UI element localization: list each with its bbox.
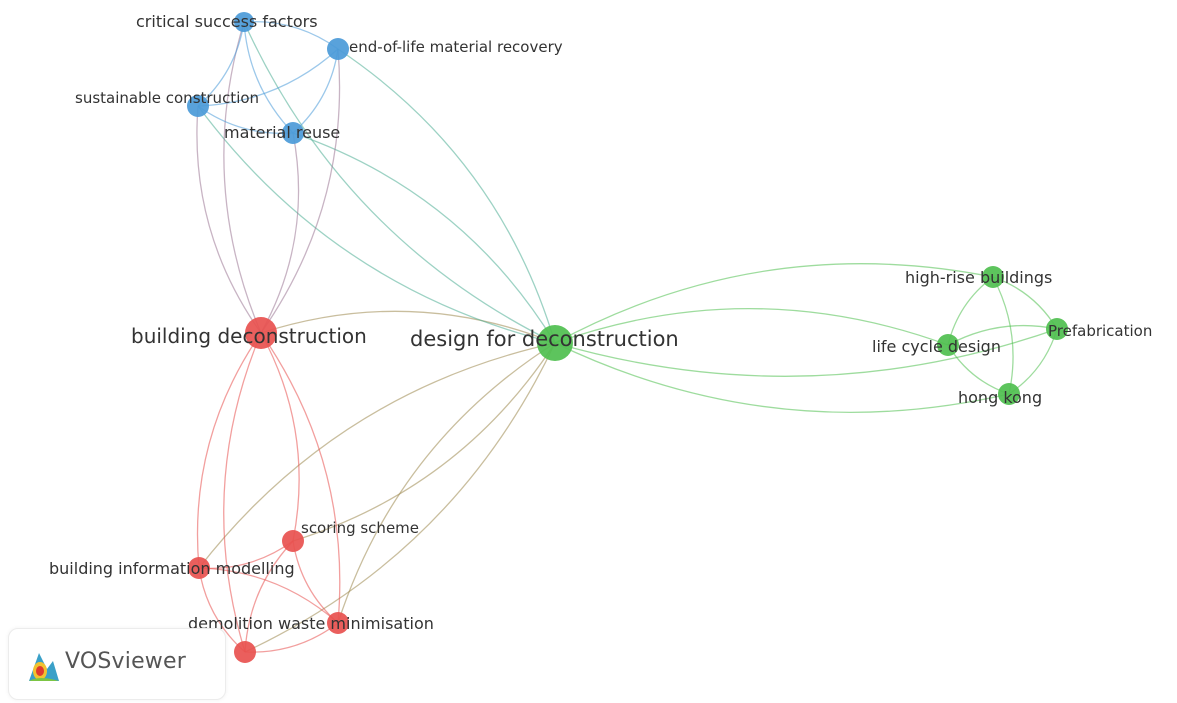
label-ss: scoring scheme: [301, 519, 419, 537]
link-dfd-ss: [292, 342, 556, 542]
label-lcd: life cycle design: [872, 337, 1001, 356]
node-hk[interactable]: [998, 383, 1020, 405]
link-dfd-hk: [554, 342, 1010, 413]
node-ss[interactable]: [282, 530, 304, 552]
link-csf-mr: [243, 21, 294, 134]
label-dwm: demolition waste minimisation: [188, 614, 434, 633]
link-sc-eol: [197, 48, 339, 107]
link-bd-csf: [223, 21, 262, 334]
vosviewer-badge: VOSviewer: [8, 628, 226, 700]
label-dfd: design for deconstruction: [410, 327, 679, 351]
network-labels: design for deconstruction building decons…: [49, 12, 1152, 633]
link-bd-dwm: [260, 332, 341, 624]
label-hrb: high-rise buildings: [905, 268, 1052, 287]
link-dfd-r4: [244, 342, 556, 653]
link-dfd-sc: [197, 105, 556, 344]
link-eol-mr: [292, 48, 339, 134]
node-hrb[interactable]: [982, 266, 1004, 288]
label-mr: material reuse: [224, 123, 340, 142]
node-mr[interactable]: [282, 122, 304, 144]
link-bim-dwm: [198, 567, 339, 624]
link-dfd-bd: [260, 310, 556, 344]
link-dfd-eol: [337, 48, 556, 344]
label-pre: Prefabrication: [1048, 322, 1152, 340]
node-bd[interactable]: [245, 317, 277, 349]
link-bd-r4: [223, 332, 262, 653]
link-bd-mr: [260, 132, 300, 334]
node-dfd[interactable]: [537, 325, 573, 361]
link-bd-sc: [196, 105, 262, 334]
node-lcd[interactable]: [937, 334, 959, 356]
label-hk: hong kong: [958, 388, 1042, 407]
node-pre[interactable]: [1046, 318, 1068, 340]
link-dfd-mr: [292, 132, 556, 344]
link-dfd-bim: [198, 342, 556, 569]
link-dfd-lcd: [554, 308, 949, 346]
label-eol: end-of-life material recovery: [349, 38, 563, 56]
link-bd-eol: [260, 48, 341, 334]
link-ss-r4: [244, 540, 294, 653]
network-nodes: [187, 12, 1068, 663]
link-hrb-hk: [992, 276, 1014, 395]
link-dfd-dwm: [337, 342, 556, 624]
label-bd: building deconstruction: [131, 324, 367, 348]
label-bim: building information modelling: [49, 559, 295, 578]
label-csf: critical success factors: [136, 12, 318, 31]
node-r4[interactable]: [234, 641, 256, 663]
node-bim[interactable]: [188, 557, 210, 579]
label-sc: sustainable construction: [75, 89, 259, 107]
link-dfd-pre: [554, 328, 1058, 377]
link-bd-bim: [196, 332, 262, 569]
link-dfd-csf: [243, 21, 556, 344]
link-bd-ss: [260, 332, 300, 542]
node-sc[interactable]: [187, 95, 209, 117]
node-csf[interactable]: [234, 12, 254, 32]
node-dwm[interactable]: [327, 612, 349, 634]
brand-name: VOSviewer: [65, 649, 186, 674]
vosviewer-logo-icon: [29, 653, 59, 681]
link-ss-dwm: [292, 540, 339, 624]
link-pre-lcd: [947, 324, 1058, 346]
link-dfd-hrb: [554, 263, 994, 344]
node-eol[interactable]: [327, 38, 349, 60]
